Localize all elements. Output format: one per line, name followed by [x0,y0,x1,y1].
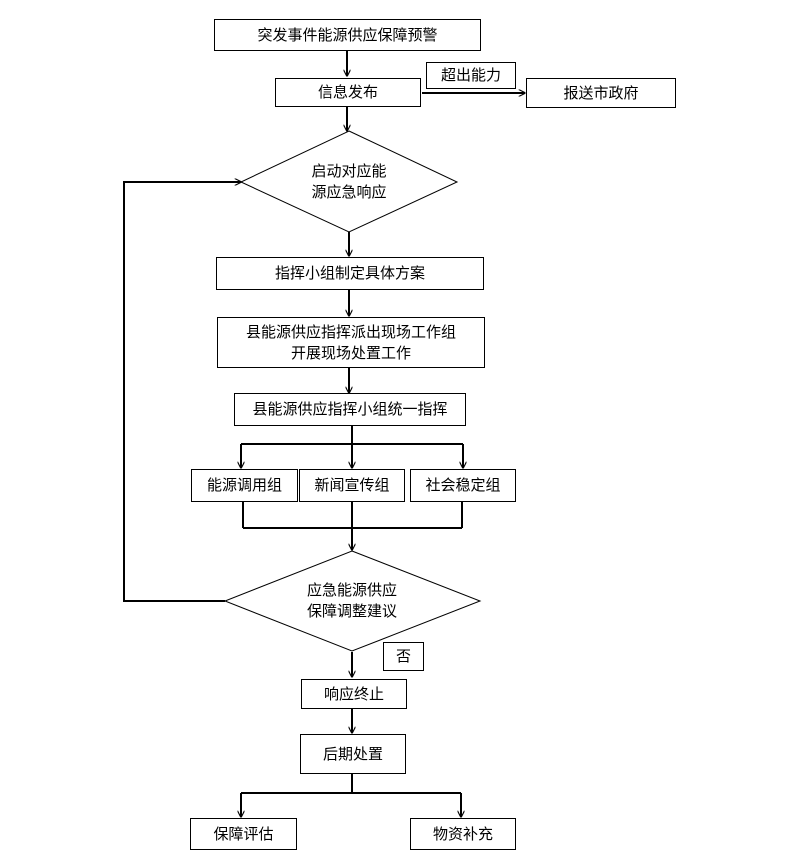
dispatch-line2: 开展现场处置工作 [290,343,411,362]
beyond-capacity-label: 超出能力 [426,62,516,89]
start-response-line1: 启动对应能 [311,162,387,180]
no-label: 否 [383,642,424,671]
dispatch-box: 县能源供应指挥派出现场工作组 开展现场处置工作 [217,317,485,368]
start-response-line2: 源应急响应 [311,183,387,201]
assess-box: 保障评估 [190,818,297,850]
start-response-diamond [239,130,459,233]
report-government-box: 报送市政府 [526,78,676,108]
adjust-line2: 保障调整建议 [306,602,397,620]
group-energy-dispatch: 能源调用组 [191,469,298,502]
plan-box: 指挥小组制定具体方案 [216,257,484,290]
group-social-stability: 社会稳定组 [410,469,516,502]
adjust-line1: 应急能源供应 [306,581,397,599]
command-box: 县能源供应指挥小组统一指挥 [234,393,466,426]
terminate-box: 响应终止 [301,679,407,709]
publish-box: 信息发布 [275,78,421,107]
arrow-loop-back [123,182,241,602]
warning-box: 突发事件能源供应保障预警 [214,19,481,51]
adjust-suggestion-text: 应急能源供应 保障调整建议 [282,580,422,622]
supply-box: 物资补充 [410,818,516,850]
later-handling-box: 后期处置 [300,734,406,774]
dispatch-line1: 县能源供应指挥派出现场工作组 [245,322,456,341]
group-news-publicity: 新闻宣传组 [299,469,405,502]
start-response-text: 启动对应能 源应急响应 [289,161,409,203]
adjust-suggestion-diamond [223,550,482,652]
